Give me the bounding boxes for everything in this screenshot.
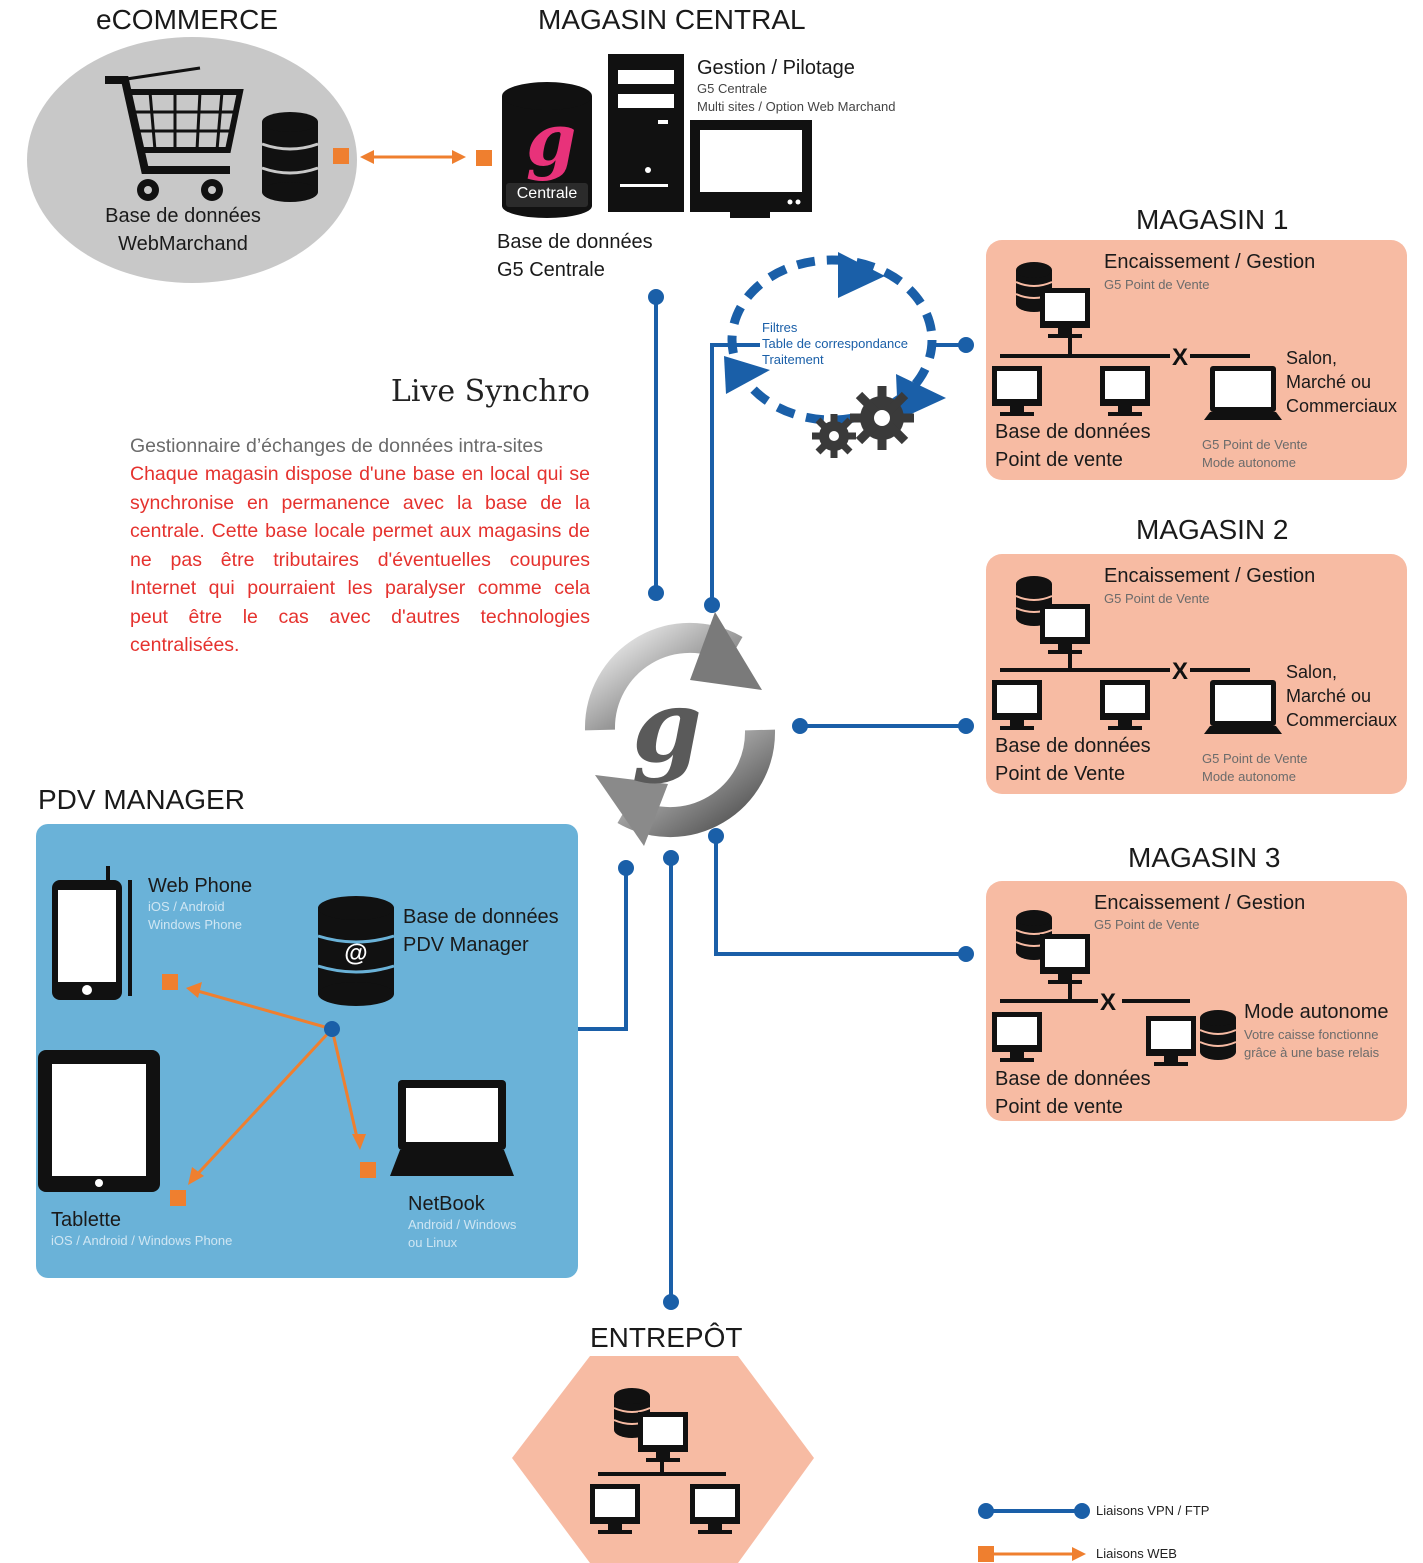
store-1-side-1: Salon, — [1286, 348, 1338, 368]
ecommerce-database-icon — [261, 112, 319, 202]
shopping-cart-icon — [105, 66, 244, 201]
store-2-heading: Encaissement / Gestion — [1104, 565, 1316, 587]
store-1-side-3: Commerciaux — [1286, 396, 1398, 416]
store-2-note: G5 Point de Vente Mode autonome — [1202, 750, 1308, 786]
store-2-note-1: G5 Point de Vente — [1202, 751, 1308, 766]
store-3-side-1: Votre caisse fonctionne — [1244, 1027, 1379, 1042]
sync-filter-1: Filtres — [762, 320, 798, 335]
phone-sub-2: Windows Phone — [148, 917, 242, 932]
legend-vpn-label: Liaisons VPN / FTP — [1096, 1503, 1210, 1518]
store-1-note-1: G5 Point de Vente — [1202, 437, 1308, 452]
central-badge: Centrale — [516, 185, 578, 202]
store-3-db: Base de données Point de vente — [995, 1065, 1151, 1121]
warehouse-title: ENTREPÔT — [590, 1322, 743, 1353]
store-1-zone — [986, 240, 1407, 480]
store-1-heading: Encaissement / Gestion — [1104, 251, 1316, 273]
central-heading: Gestion / Pilotage — [697, 57, 855, 79]
central-sub2: Multi sites / Option Web Marchand — [697, 99, 896, 114]
store-3-heading: Encaissement / Gestion — [1094, 892, 1306, 914]
store-1-note: G5 Point de Vente Mode autonome — [1202, 436, 1308, 472]
store-2-db-2: Point de Vente — [995, 763, 1126, 785]
store-2-db: Base de données Point de Vente — [995, 732, 1151, 788]
store-3-title: MAGASIN 3 — [1128, 842, 1281, 873]
central-db-label-line1: Base de données — [497, 231, 653, 253]
web-phone-icon — [52, 866, 132, 1000]
store-3-sub: G5 Point de Vente — [1094, 917, 1200, 932]
hub-logo: g — [632, 667, 702, 785]
live-synchro-subtitle: Gestionnaire d’échanges de données intra… — [130, 435, 544, 457]
netbook-title: NetBook — [408, 1193, 485, 1215]
ecommerce-db-label-line1: Base de données — [105, 205, 261, 227]
svg-text:X: X — [1100, 989, 1116, 1016]
central-db-label: Base de données G5 Centrale — [497, 228, 653, 284]
server-tower-icon — [608, 54, 684, 212]
ecommerce-db-label-line2: WebMarchand — [118, 233, 248, 255]
netbook-sub: Android / Windows ou Linux — [408, 1216, 516, 1252]
legend — [978, 1503, 1090, 1562]
legend-web-label: Liaisons WEB — [1096, 1546, 1177, 1561]
store-1-note-2: Mode autonome — [1202, 455, 1296, 470]
store-2-sub: G5 Point de Vente — [1104, 591, 1210, 606]
central-sub1: G5 Centrale — [697, 81, 768, 96]
live-synchro-title: Live Synchro — [390, 374, 590, 409]
store-3-side-2: grâce à une base relais — [1244, 1045, 1380, 1060]
central-database-icon — [502, 82, 592, 218]
store-1-db-1: Base de données — [995, 421, 1151, 443]
gears-icon — [812, 386, 914, 458]
store-2-side-3: Commerciaux — [1286, 710, 1398, 730]
store-2-side-1: Salon, — [1286, 662, 1338, 682]
pdv-db-1: Base de données — [403, 906, 559, 928]
monitor-icon — [690, 120, 812, 218]
ecommerce-db-label: Base de données WebMarchand — [100, 202, 266, 258]
central-db-label-line2: G5 Centrale — [497, 259, 605, 281]
svg-text:X: X — [1172, 658, 1188, 685]
store-2-zone — [986, 554, 1407, 794]
store-3-db-2: Point de vente — [995, 1096, 1123, 1118]
phone-title: Web Phone — [148, 875, 253, 897]
pdv-title: PDV MANAGER — [38, 784, 245, 815]
sync-hub-icon — [584, 612, 776, 846]
ecommerce-title: eCOMMERCE — [96, 4, 279, 35]
phone-sub-1: iOS / Android — [148, 899, 225, 914]
store-1-title: MAGASIN 1 — [1136, 204, 1289, 235]
warehouse-network-icon — [590, 1387, 740, 1534]
sync-filters: Filtres Table de correspondance Traiteme… — [762, 320, 908, 368]
store-1-side-2: Marché ou — [1286, 372, 1372, 392]
netbook-sub-1: Android / Windows — [408, 1217, 517, 1232]
sync-filter-3: Traitement — [762, 352, 824, 367]
ecommerce-zone — [27, 37, 357, 283]
store-2-db-1: Base de données — [995, 735, 1151, 757]
svg-text:X: X — [1172, 344, 1188, 371]
pdv-db-label: Base de données PDV Manager — [403, 903, 559, 959]
tablet-title: Tablette — [51, 1209, 122, 1231]
store-1-db: Base de données Point de vente — [995, 418, 1151, 474]
pdv-database-icon — [317, 896, 395, 1006]
store-3-side: Votre caisse fonctionne grâce à une base… — [1244, 1026, 1379, 1062]
tablet-icon — [38, 1050, 160, 1192]
store-2-title: MAGASIN 2 — [1136, 514, 1289, 545]
store-3-zone — [986, 881, 1407, 1121]
central-title: MAGASIN CENTRAL — [538, 4, 806, 35]
phone-sub: iOS / Android Windows Phone — [148, 898, 242, 934]
store-1-db-2: Point de vente — [995, 449, 1123, 471]
netbook-sub-2: ou Linux — [408, 1235, 458, 1250]
pdv-db-symbol: @ — [344, 940, 368, 967]
sync-loop — [727, 255, 937, 425]
netbook-icon — [390, 1080, 514, 1176]
store-2-side-2: Marché ou — [1286, 686, 1372, 706]
store-1-sub: G5 Point de Vente — [1104, 277, 1210, 292]
central-logo: g — [526, 97, 577, 182]
store-2-note-2: Mode autonome — [1202, 769, 1296, 784]
pdv-db-2: PDV Manager — [403, 934, 529, 956]
tablet-sub: iOS / Android / Windows Phone — [51, 1233, 233, 1248]
store-3-db-1: Base de données — [995, 1068, 1151, 1090]
store-3-side-title: Mode autonome — [1244, 1001, 1389, 1023]
store-1-side: Salon, Marché ou Commerciaux — [1286, 346, 1397, 418]
sync-filter-2: Table de correspondance — [762, 336, 908, 351]
live-synchro-description: Chaque magasin dispose d'une base en loc… — [130, 463, 590, 656]
store-2-side: Salon, Marché ou Commerciaux — [1286, 660, 1397, 732]
